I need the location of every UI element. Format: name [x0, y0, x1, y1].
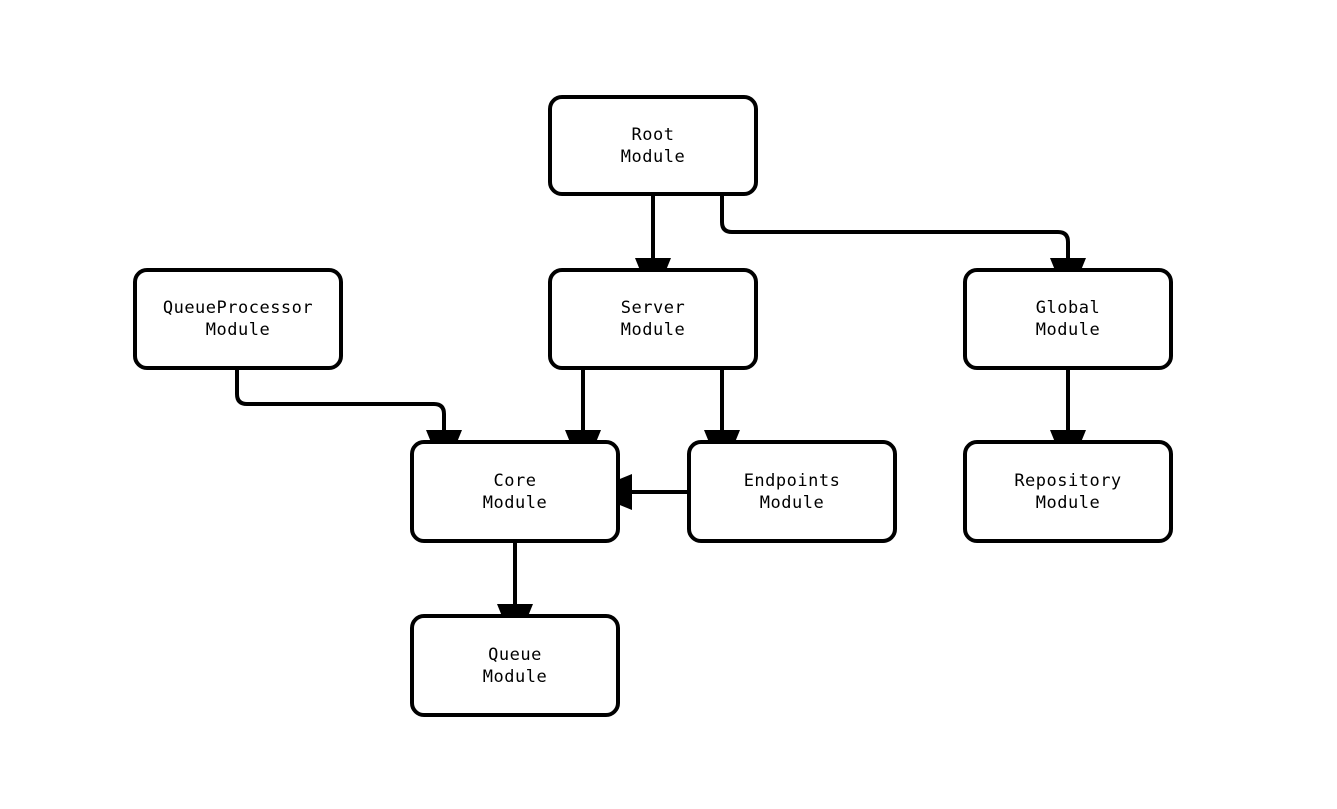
node-root-module-line1: Root	[631, 124, 675, 145]
node-repository-module-line2: Module	[1035, 492, 1101, 513]
edges-group	[235, 196, 1086, 648]
node-repository-module-line1: Repository	[1014, 470, 1122, 491]
node-global-module-line1: Global	[1035, 298, 1101, 318]
node-endpoints-module-line2: Module	[759, 492, 825, 513]
node-root-module-line2: Module	[620, 146, 686, 167]
node-endpoints-module[interactable]: Endpoints Module	[687, 440, 897, 543]
edge-root-to-global	[720, 196, 1086, 302]
node-repository-module[interactable]: Repository Module	[963, 440, 1173, 543]
node-global-module-line2: Module	[1035, 320, 1101, 340]
node-global-module[interactable]: Global Module	[963, 268, 1173, 370]
node-core-module-line1: Core	[493, 470, 537, 491]
node-queue-module[interactable]: Queue Module	[410, 614, 620, 717]
node-core-module-line2: Module	[482, 492, 548, 513]
node-server-module[interactable]: Server Module	[548, 268, 758, 370]
edge-queueprocessor-to-core	[235, 370, 462, 474]
node-core-module[interactable]: Core Module	[410, 440, 620, 543]
node-queueprocessor-module[interactable]: QueueProcessor Module	[133, 268, 343, 370]
node-queue-module-line2: Module	[482, 666, 548, 687]
node-server-module-line1: Server	[620, 298, 686, 318]
node-endpoints-module-line1: Endpoints	[743, 470, 841, 491]
node-root-module[interactable]: Root Module	[548, 95, 758, 196]
node-queueprocessor-module-line2: Module	[205, 320, 271, 340]
node-queue-module-line1: Queue	[488, 644, 542, 665]
node-queueprocessor-module-line1: QueueProcessor	[162, 298, 314, 318]
node-server-module-line2: Module	[620, 320, 686, 340]
